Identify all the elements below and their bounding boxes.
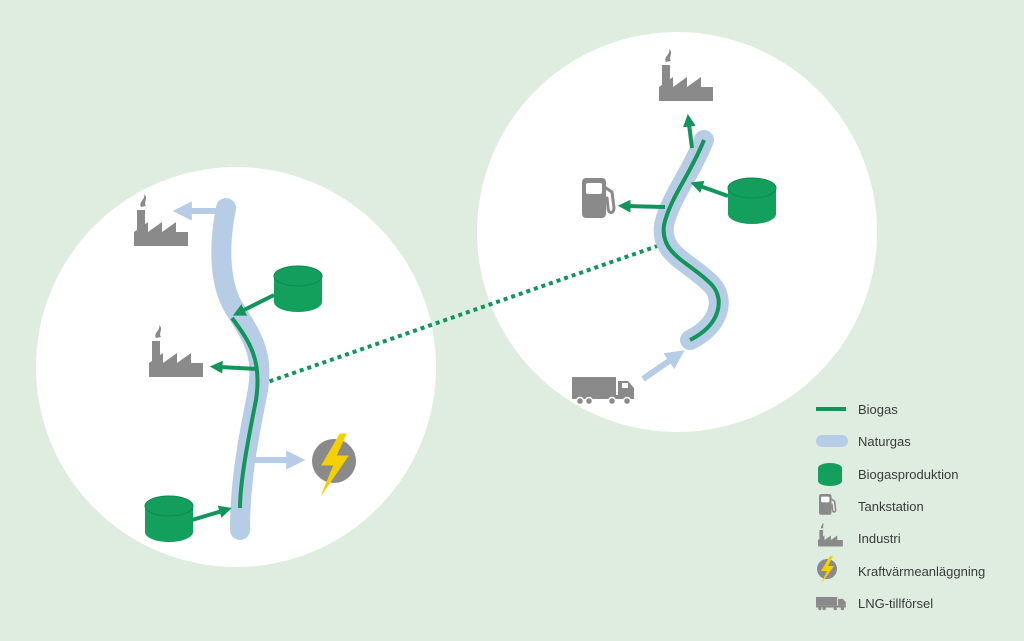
truck-icon xyxy=(816,597,846,611)
legend-item-industri: Industri xyxy=(818,522,901,547)
legend-item-kraftvarme: Kraftvärmeanläggning xyxy=(817,556,985,584)
biogas-arrow-to-factory-middle xyxy=(209,360,259,374)
legend-item-lng: LNG-tillförsel xyxy=(816,596,933,611)
biogas-pipeline-left xyxy=(230,316,260,509)
biogas-arrow-tank-to-pipe xyxy=(690,180,729,198)
biogas-tank-icon xyxy=(144,495,194,543)
biogas-arrow-tank-to-pipe xyxy=(191,505,232,522)
legend-label: LNG-tillförsel xyxy=(858,596,933,611)
legend-item-tankstation: Tankstation xyxy=(819,494,924,515)
factory-icon xyxy=(818,522,843,547)
biogas-pipeline-right xyxy=(661,139,721,342)
legend: Biogas Naturgas Biogasproduktion Tanksta… xyxy=(816,402,985,611)
lightning-icon xyxy=(312,433,356,495)
fuel-pump-icon xyxy=(819,494,837,515)
left-region xyxy=(134,194,356,543)
right-region xyxy=(571,49,777,406)
legend-item-biogasproduktion: Biogasproduktion xyxy=(818,463,958,486)
legend-label: Tankstation xyxy=(858,499,924,514)
biogas-tank-icon xyxy=(727,177,777,225)
legend-label: Biogas xyxy=(858,402,898,417)
legend-label: Kraftvärmeanläggning xyxy=(858,564,985,579)
right-region-circle xyxy=(477,32,877,432)
biogas-arrow-tank-to-pipe xyxy=(232,293,275,316)
green-tank-icon xyxy=(818,463,842,486)
biogas-arrow-to-tankstation xyxy=(617,199,666,213)
legend-item-biogas: Biogas xyxy=(816,402,898,417)
lightning-icon xyxy=(817,556,837,584)
legend-label: Biogasproduktion xyxy=(858,467,958,482)
biogas-tank-icon xyxy=(273,265,323,313)
legend-item-naturgas: Naturgas xyxy=(816,434,911,449)
legend-label: Naturgas xyxy=(858,434,911,449)
lng-arrow-to-pipe xyxy=(641,350,685,382)
biogas-arrow-to-factory xyxy=(682,113,696,149)
legend-label: Industri xyxy=(858,531,901,546)
